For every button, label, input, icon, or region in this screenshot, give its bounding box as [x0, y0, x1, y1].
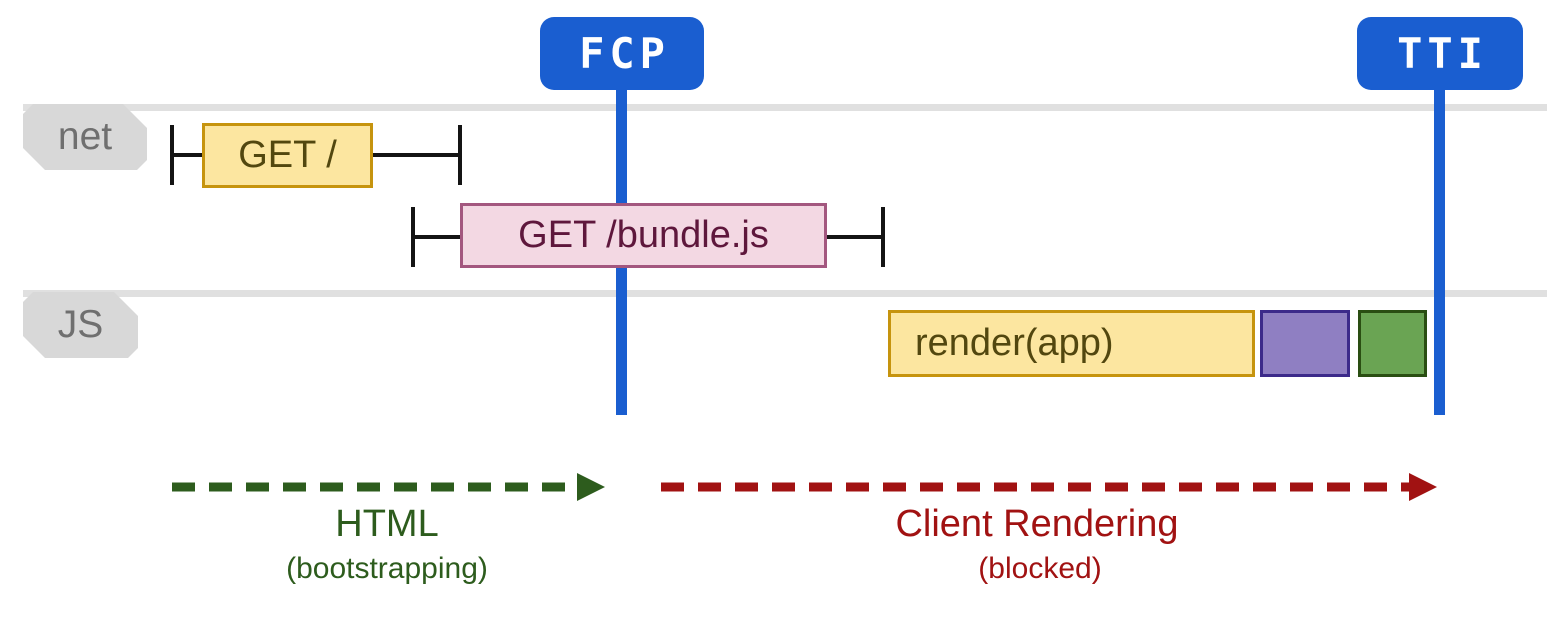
get-bundle-right-whisker-line [827, 235, 881, 239]
get-root-right-whisker-line [373, 153, 458, 157]
html-phase-title: HTML [335, 503, 439, 545]
js-lane-label: JS [57, 303, 104, 346]
net-lane-label: net [57, 115, 113, 158]
tti-badge: TTI [1357, 17, 1523, 90]
client-rendering-phase-subtitle: (blocked) [978, 552, 1102, 585]
render-app-task-box: render(app) [888, 310, 1255, 377]
purple-task-box [1260, 310, 1350, 377]
html-phase-arrowhead [577, 473, 605, 501]
html-phase-subtitle: (bootstrapping) [286, 552, 488, 585]
get-bundle-left-whisker-tick [411, 207, 415, 267]
green-task-box [1358, 310, 1427, 377]
get-bundle-request-label: GET /bundle.js [518, 214, 769, 256]
net-lane-tab: net [23, 104, 147, 170]
render-app-task-label: render(app) [915, 322, 1114, 364]
client-rendering-phase-arrowhead [1409, 473, 1437, 501]
get-root-request-box: GET / [202, 123, 373, 188]
fcp-badge: FCP [540, 17, 704, 90]
tti-badge-label: TTI [1397, 29, 1488, 78]
phase-arrows [172, 473, 1437, 501]
tti-marker-line [1434, 88, 1445, 415]
net-lane-line [23, 104, 1547, 111]
js-lane-tab: JS [23, 292, 138, 358]
get-bundle-request-box: GET /bundle.js [460, 203, 827, 268]
get-bundle-right-whisker-tick [881, 207, 885, 267]
js-lane-line [23, 290, 1547, 297]
get-root-right-whisker-tick [458, 125, 462, 185]
get-root-left-whisker-tick [170, 125, 174, 185]
get-root-request-label: GET / [238, 134, 337, 176]
client-rendering-phase-title: Client Rendering [895, 503, 1179, 545]
get-bundle-left-whisker-line [415, 235, 460, 239]
get-root-left-whisker-line [174, 153, 202, 157]
fcp-badge-label: FCP [579, 29, 670, 78]
